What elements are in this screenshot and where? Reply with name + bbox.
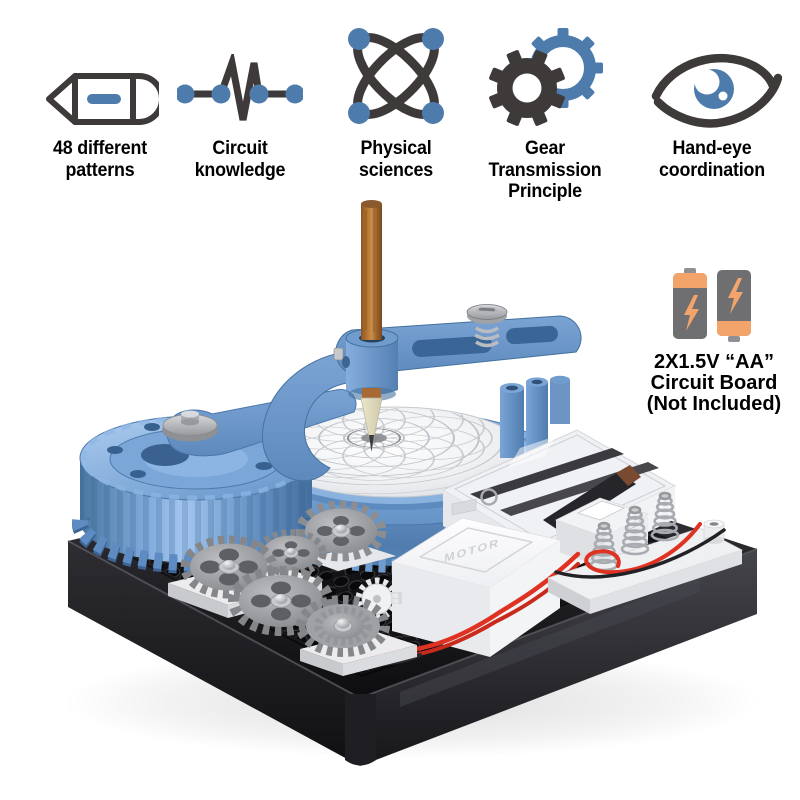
eye-icon — [651, 53, 782, 128]
gears-icon — [489, 28, 603, 126]
battery-spec: 2X1.5V “AA” — [653, 351, 775, 373]
spring-terminal — [620, 505, 650, 556]
gray-gear-center — [228, 566, 334, 636]
gray-gear-front — [296, 595, 390, 657]
pencil-icon — [46, 73, 159, 125]
support-columns — [500, 375, 570, 458]
pivot-pin — [162, 410, 218, 442]
black-wire — [554, 528, 726, 579]
terminal-strip — [546, 491, 744, 614]
battery-not-included: (Not Included) — [646, 393, 782, 415]
aa-battery-icon — [673, 268, 751, 342]
battery-slot-rail — [470, 448, 624, 500]
base-corner-post — [345, 694, 376, 766]
arm-slot — [506, 325, 558, 345]
circuit-icon — [177, 54, 303, 121]
battery-icons — [628, 268, 800, 342]
gray-gear-small — [255, 529, 327, 577]
pencil-carrier-arm — [262, 351, 353, 482]
red-wire-loop — [584, 522, 702, 575]
adjustment-screw — [466, 304, 508, 348]
motor-pinion-gear — [355, 577, 402, 621]
switch-rocker — [576, 500, 626, 521]
battery-inverted — [717, 270, 751, 342]
pencil-tip — [369, 435, 374, 452]
pencil — [360, 200, 383, 452]
spring-terminal — [650, 491, 680, 542]
battery-upright — [673, 268, 707, 339]
atom-icon — [348, 28, 444, 124]
arm-slot — [412, 336, 492, 357]
battery-board: Circuit Board — [650, 372, 778, 394]
battery-requirement: 2X1.5V “AA” Circuit Board (Not Included) — [628, 268, 800, 415]
pencil-collar — [360, 397, 383, 438]
